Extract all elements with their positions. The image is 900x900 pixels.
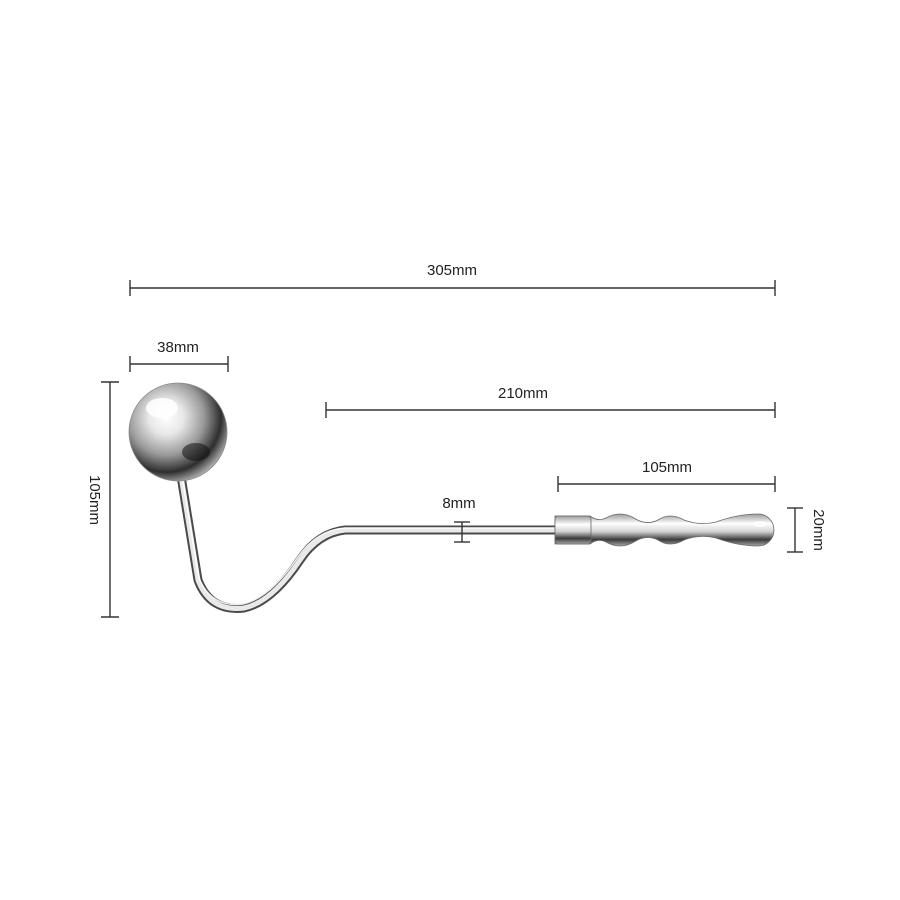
product-beaded-handle: [554, 513, 775, 547]
shaft-length-label: 210mm: [498, 385, 548, 402]
product-rod: [175, 465, 565, 613]
dimension-bead-diameter: 20mm: [787, 507, 827, 553]
product-ball: [128, 382, 228, 482]
bead-diameter-label: 20mm: [810, 509, 827, 551]
dimension-beaded-length: 105mm: [557, 459, 776, 492]
beaded-length-label: 105mm: [642, 459, 692, 476]
dimension-ball-diameter: 38mm: [129, 339, 229, 372]
overall-length-label: 305mm: [427, 262, 477, 279]
dimension-rod-diameter: 8mm: [442, 495, 476, 543]
dimension-overall-length: 305mm: [129, 262, 776, 296]
ball-diameter-label: 38mm: [157, 339, 199, 356]
dimension-shaft-length: 210mm: [325, 385, 776, 418]
rod-diameter-label: 8mm: [442, 495, 475, 512]
dimension-total-height: 105mm: [86, 381, 119, 618]
total-height-label: 105mm: [86, 475, 103, 525]
